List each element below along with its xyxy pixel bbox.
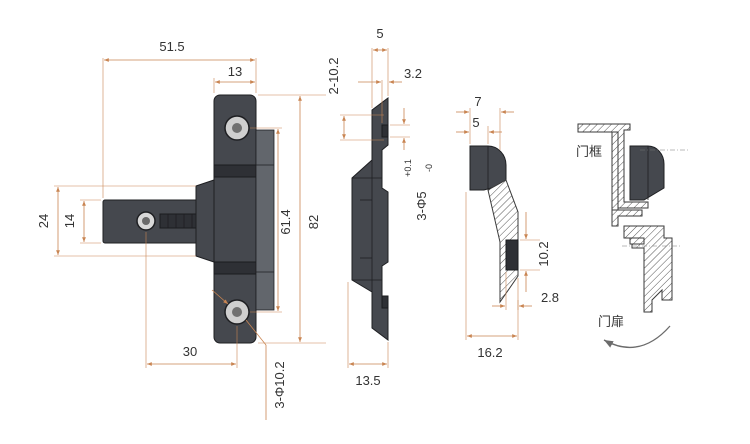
dim-14: 14	[62, 214, 77, 228]
dim-section-16-2: 16.2	[477, 345, 502, 360]
dim-side-13-5: 13.5	[355, 373, 380, 388]
dim-13: 13	[228, 64, 242, 79]
section-view: 7 5 10.2 2.8 16.2	[456, 94, 559, 360]
install-head	[629, 145, 665, 201]
dim-section-7: 7	[474, 94, 481, 109]
section-slot	[505, 239, 519, 271]
front-shaft-groove	[159, 213, 201, 229]
tolerance-upper: +0.1	[403, 159, 413, 177]
callout-pin: 3-Φ5	[414, 191, 429, 220]
side-view: 5 3.2 2-10.2 3-Φ5 +0.1 -0 13.5	[326, 26, 434, 388]
dim-24: 24	[36, 214, 51, 228]
dim-51-5: 51.5	[159, 39, 184, 54]
dim-82: 82	[306, 215, 321, 229]
dim-section-2-8: 2.8	[541, 290, 559, 305]
door-frame	[577, 123, 649, 209]
install-view: 门框 门扉	[576, 123, 690, 348]
tolerance-lower: -0	[424, 164, 434, 172]
dim-section-10-2: 10.2	[536, 241, 551, 266]
front-view: 51.5 13 82 61.4 24 14 30 3-Φ10	[36, 39, 326, 420]
callout-slot: 2-10.2	[326, 58, 341, 95]
callout-hole: 3-Φ10.2	[272, 361, 287, 408]
label-door-leaf: 门扉	[598, 314, 624, 329]
dim-side-5: 5	[376, 26, 383, 41]
dim-side-3-2: 3.2	[404, 66, 422, 81]
dim-61-4: 61.4	[278, 209, 293, 234]
section-arm	[487, 179, 519, 304]
swing-arrow	[603, 325, 671, 348]
label-door-frame: 门框	[576, 144, 602, 159]
dim-section-5: 5	[472, 115, 479, 130]
dim-30: 30	[183, 344, 197, 359]
